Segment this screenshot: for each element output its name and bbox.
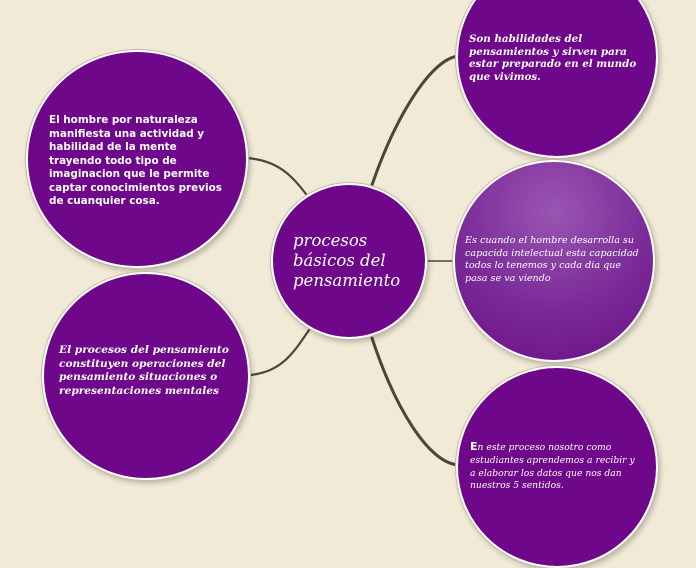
branch-node-right-bottom[interactable]: En este proceso nosotro como estudiantes… bbox=[456, 366, 658, 568]
central-topic-node[interactable]: procesos básicos del pensamiento bbox=[271, 183, 427, 339]
branch-text-right-middle: Es cuando el hombre desarrolla su capaci… bbox=[465, 235, 639, 284]
branch-node-left-bottom[interactable]: El procesos del pensamiento constituyen … bbox=[42, 272, 250, 480]
branch-node-left-top[interactable]: El hombre por naturaleza manifiesta una … bbox=[26, 50, 248, 268]
connector-left-top bbox=[244, 156, 308, 196]
connector-right-bottom bbox=[370, 336, 460, 467]
central-topic-label: procesos básicos del pensamiento bbox=[293, 231, 401, 290]
branch-text-right-bottom-rest: n este proceso nosotro como estudiantes … bbox=[470, 442, 635, 492]
connector-layer bbox=[244, 54, 460, 467]
branch-node-right-top[interactable]: Son habilidades del pensamientos y sirve… bbox=[456, 0, 658, 158]
branch-text-right-bottom: En este proceso nosotro como estudiantes… bbox=[470, 440, 640, 493]
branch-text-left-top: El hombre por naturaleza manifiesta una … bbox=[49, 114, 222, 207]
connector-left-bottom bbox=[248, 328, 311, 377]
branch-node-right-middle[interactable]: Es cuando el hombre desarrolla su capaci… bbox=[453, 160, 655, 362]
branch-text-right-top: Son habilidades del pensamientos y sirve… bbox=[469, 33, 637, 83]
branch-text-left-bottom: El procesos del pensamiento constituyen … bbox=[59, 344, 229, 397]
connector-right-top bbox=[370, 54, 460, 187]
branch-text-right-bottom-initial: E bbox=[470, 440, 478, 453]
